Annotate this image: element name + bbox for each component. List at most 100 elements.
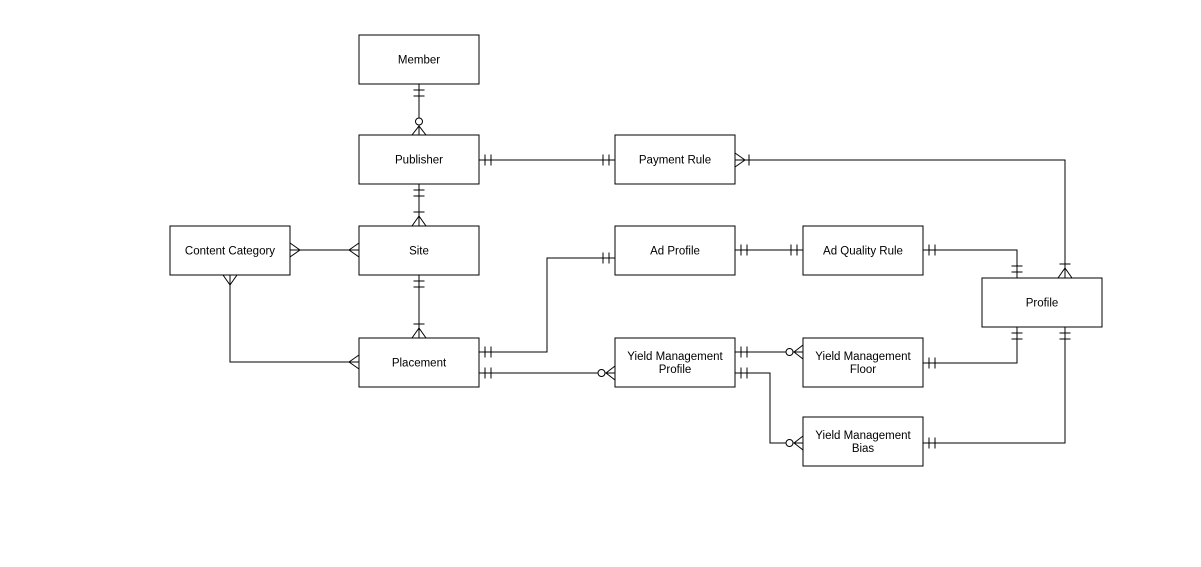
cardinality-zero-or-many bbox=[785, 344, 804, 360]
cardinality-mark bbox=[1064, 267, 1073, 279]
cardinality-one bbox=[740, 367, 748, 379]
entity-ad-profile[interactable]: Ad Profile bbox=[614, 225, 736, 276]
entity-profile[interactable]: Profile bbox=[981, 277, 1103, 328]
relationship-placement-yield-management-profile bbox=[479, 365, 616, 381]
cardinality-one bbox=[484, 367, 492, 379]
entity-label-content-category: Content Category bbox=[185, 246, 275, 258]
entity-site[interactable]: Site bbox=[358, 225, 480, 276]
relationship-yield-management-floor-profile bbox=[923, 327, 1023, 369]
entity-payment-rule[interactable]: Payment Rule bbox=[614, 134, 736, 185]
cardinality-many bbox=[348, 354, 360, 370]
cardinality-mark bbox=[418, 327, 427, 339]
cardinality-mark bbox=[734, 159, 746, 168]
cardinality-one-or-many bbox=[1057, 263, 1073, 279]
entity-label-profile: Profile bbox=[1026, 298, 1059, 310]
entity-ad-quality-rule[interactable]: Ad Quality Rule bbox=[802, 225, 924, 276]
entity-box-yield-management-bias[interactable] bbox=[802, 416, 924, 467]
entity-label-line: Profile bbox=[659, 364, 692, 376]
relationship-line bbox=[229, 275, 359, 363]
cardinality-mark bbox=[411, 125, 420, 136]
relationship-ad-profile-ad-quality-rule bbox=[735, 244, 803, 256]
entity-box-yield-management-floor[interactable] bbox=[802, 337, 924, 388]
relationship-publisher-site bbox=[411, 184, 427, 227]
entity-label-ad-quality-rule: Ad Quality Rule bbox=[823, 246, 903, 258]
entity-label-line: Member bbox=[398, 55, 440, 67]
cardinality-mark bbox=[348, 361, 360, 370]
cardinality-mark bbox=[411, 327, 420, 339]
entity-label-placement: Placement bbox=[392, 358, 447, 370]
entity-label-line: Bias bbox=[852, 443, 875, 455]
entity-box-publisher[interactable] bbox=[358, 134, 480, 185]
cardinality-zero-or-many bbox=[411, 117, 427, 136]
entity-box-profile[interactable] bbox=[981, 277, 1103, 328]
cardinality-mark bbox=[348, 354, 360, 363]
entity-box-content-category[interactable] bbox=[169, 225, 291, 276]
cardinality-mark bbox=[289, 249, 301, 258]
entity-member[interactable]: Member bbox=[358, 34, 480, 85]
entity-placement[interactable]: Placement bbox=[358, 337, 480, 388]
relationship-line bbox=[923, 327, 1018, 364]
entity-box-member[interactable] bbox=[358, 34, 480, 85]
cardinality-many bbox=[222, 274, 238, 286]
cardinality-mark bbox=[289, 242, 301, 251]
cardinality-one bbox=[740, 346, 748, 358]
cardinality-one bbox=[484, 346, 492, 358]
cardinality-one bbox=[484, 154, 492, 166]
entity-box-yield-management-profile[interactable] bbox=[614, 337, 736, 388]
entity-label-line: Ad Profile bbox=[650, 246, 700, 258]
cardinality-one bbox=[413, 189, 425, 197]
relationship-line bbox=[735, 159, 1066, 278]
cardinality-mark bbox=[1057, 267, 1066, 279]
entity-label-line: Yield Management bbox=[627, 351, 723, 363]
relationship-site-placement bbox=[411, 275, 427, 339]
cardinality-mark bbox=[222, 274, 231, 286]
cardinality-one-or-many bbox=[411, 211, 427, 227]
cardinality-one bbox=[928, 357, 936, 369]
relationship-line bbox=[479, 257, 615, 353]
relationship-yield-management-profile-floor bbox=[735, 344, 804, 360]
relationship-payment-rule-profile bbox=[734, 152, 1073, 279]
entity-label-line: Floor bbox=[850, 364, 876, 376]
cardinality-mark bbox=[605, 372, 616, 381]
cardinality-mark bbox=[793, 344, 804, 353]
entity-box-placement[interactable] bbox=[358, 337, 480, 388]
cardinality-many bbox=[348, 242, 360, 258]
entity-label-ad-profile: Ad Profile bbox=[650, 246, 700, 258]
cardinality-one bbox=[928, 244, 936, 256]
entity-box-site[interactable] bbox=[358, 225, 480, 276]
relationship-line bbox=[923, 327, 1066, 444]
cardinality-zero-circle bbox=[415, 117, 423, 126]
relationship-content-category-site bbox=[289, 242, 360, 258]
entity-box-ad-profile[interactable] bbox=[614, 225, 736, 276]
entity-label-line: Placement bbox=[392, 358, 447, 370]
relationship-content-category-placement bbox=[222, 274, 360, 370]
relationship-placement-ad-profile bbox=[479, 252, 615, 358]
entity-label-site: Site bbox=[409, 246, 429, 258]
cardinality-one bbox=[413, 89, 425, 97]
cardinality-many bbox=[289, 242, 301, 258]
cardinality-zero-circle bbox=[597, 369, 606, 377]
entity-box-payment-rule[interactable] bbox=[614, 134, 736, 185]
entity-content-category[interactable]: Content Category bbox=[169, 225, 291, 276]
cardinality-zero-or-many bbox=[785, 435, 804, 451]
cardinality-one-or-many bbox=[734, 152, 750, 168]
entity-label-line: Publisher bbox=[395, 155, 443, 167]
relationship-publisher-payment-rule bbox=[479, 154, 615, 166]
entity-label-publisher: Publisher bbox=[395, 155, 443, 167]
cardinality-mark bbox=[793, 435, 804, 444]
cardinality-mark bbox=[605, 365, 616, 374]
entity-box-ad-quality-rule[interactable] bbox=[802, 225, 924, 276]
cardinality-mark bbox=[229, 274, 238, 286]
entity-publisher[interactable]: Publisher bbox=[358, 134, 480, 185]
relationship-line bbox=[923, 249, 1018, 278]
relationship-member-publisher bbox=[411, 84, 427, 136]
cardinality-one bbox=[413, 280, 425, 288]
entity-label-line: Ad Quality Rule bbox=[823, 246, 903, 258]
